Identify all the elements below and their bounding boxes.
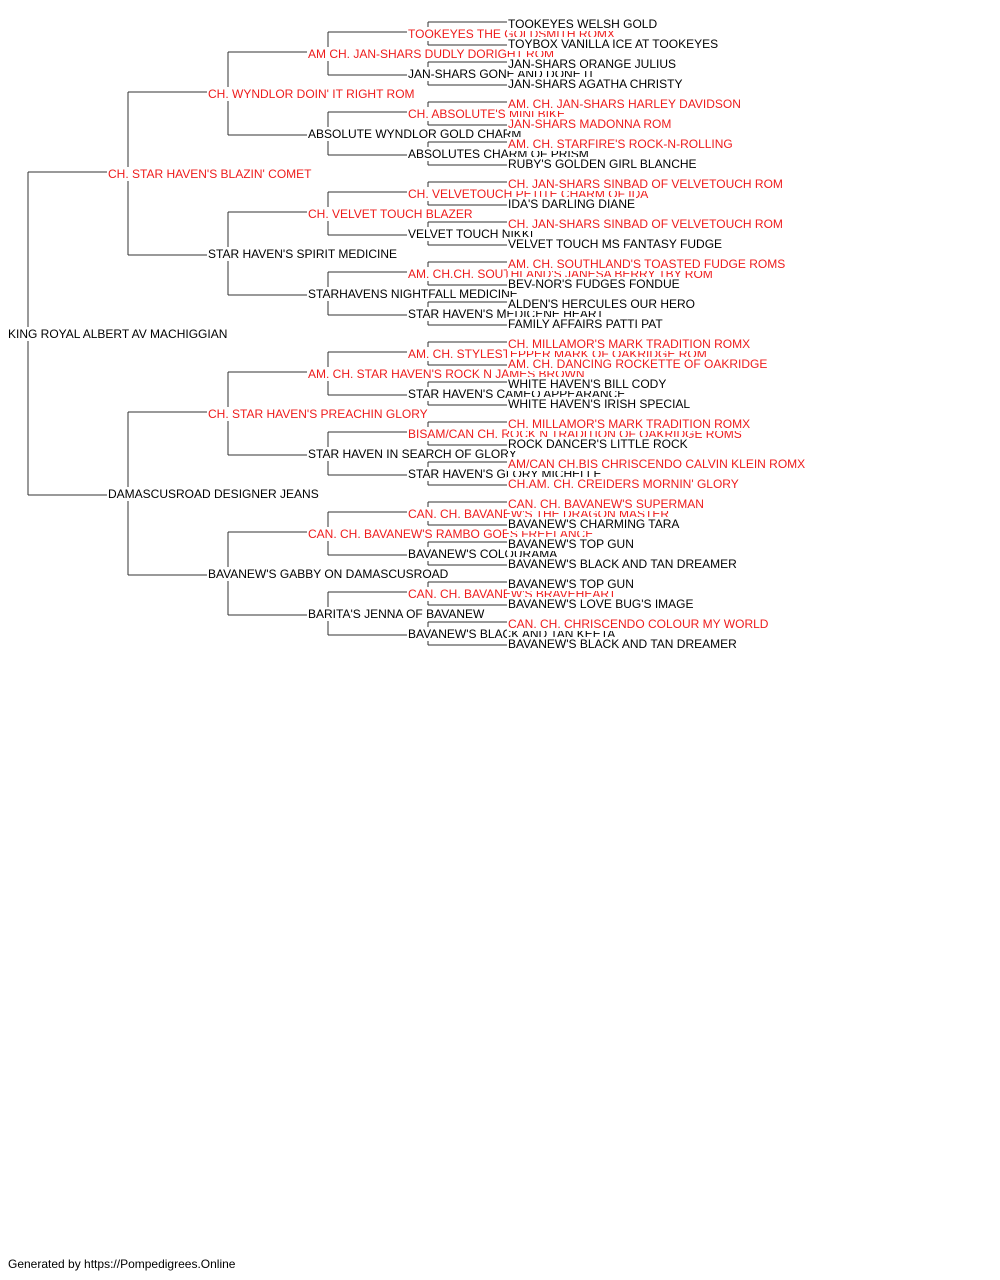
pedigree-ancestor: BAVANEW'S BLACK AND TAN DREAMER xyxy=(507,557,738,571)
pedigree-ancestor: ABSOLUTE WYNDLOR GOLD CHARM xyxy=(307,127,523,141)
pedigree-ancestor: AM. CH. SOUTHLAND'S TOASTED FUDGE ROMS xyxy=(507,257,787,271)
pedigree-ancestor: RUBY'S GOLDEN GIRL BLANCHE xyxy=(507,157,698,171)
pedigree-ancestor: VELVET TOUCH NIKKI xyxy=(407,227,535,241)
pedigree-ancestor: JAN-SHARS AGATHA CHRISTY xyxy=(507,77,684,91)
pedigree-ancestor: JAN-SHARS MADONNA ROM xyxy=(507,117,673,131)
pedigree-ancestor: AM CH. JAN-SHARS DUDLY DORIGHT ROM xyxy=(307,47,556,61)
pedigree-ancestor: DAMASCUSROAD DESIGNER JEANS xyxy=(107,487,320,501)
pedigree-ancestor: IDA'S DARLING DIANE xyxy=(507,197,636,211)
pedigree-ancestor: ROCK DANCER'S LITTLE ROCK xyxy=(507,437,689,451)
pedigree-ancestor: STAR HAVEN IN SEARCH OF GLORY xyxy=(307,447,518,461)
pedigree-ancestor: AM. CH. STARFIRE'S ROCK-N-ROLLING xyxy=(507,137,734,151)
pedigree-ancestor: AM. CH. DANCING ROCKETTE OF OAKRIDGE xyxy=(507,357,769,371)
pedigree-ancestor: CAN. CH. CHRISCENDO COLOUR MY WORLD xyxy=(507,617,770,631)
pedigree-ancestor: ALDEN'S HERCULES OUR HERO xyxy=(507,297,696,311)
pedigree-ancestor: BAVANEW'S GABBY ON DAMASCUSROAD xyxy=(207,567,450,581)
pedigree-ancestor: TOOKEYES WELSH GOLD xyxy=(507,17,659,31)
pedigree-ancestor: CH. JAN-SHARS SINBAD OF VELVETOUCH ROM xyxy=(507,177,784,191)
pedigree-ancestor: AM/CAN CH.BIS CHRISCENDO CALVIN KLEIN RO… xyxy=(507,457,807,471)
pedigree-ancestor: BAVANEW'S TOP GUN xyxy=(507,537,635,551)
pedigree-ancestor: FAMILY AFFAIRS PATTI PAT xyxy=(507,317,664,331)
pedigree-ancestor: TOYBOX VANILLA ICE AT TOOKEYES xyxy=(507,37,720,51)
pedigree-ancestor: BAVANEW'S CHARMING TARA xyxy=(507,517,681,531)
pedigree-ancestor: CH. STAR HAVEN'S PREACHIN GLORY xyxy=(207,407,429,421)
pedigree-ancestor: WHITE HAVEN'S IRISH SPECIAL xyxy=(507,397,692,411)
pedigree-ancestor: BAVANEW'S LOVE BUG'S IMAGE xyxy=(507,597,695,611)
pedigree-ancestor: CH. STAR HAVEN'S BLAZIN' COMET xyxy=(107,167,313,181)
pedigree-ancestor: CH. WYNDLOR DOIN' IT RIGHT ROM xyxy=(207,87,416,101)
pedigree-ancestor: CH.AM. CH. CREIDERS MORNIN' GLORY xyxy=(507,477,740,491)
pedigree-ancestor: STARHAVENS NIGHTFALL MEDICINE xyxy=(307,287,519,301)
pedigree-ancestor: BAVANEW'S BLACK AND TAN DREAMER xyxy=(507,637,738,651)
pedigree-ancestor: WHITE HAVEN'S BILL CODY xyxy=(507,377,668,391)
pedigree-ancestor: JAN-SHARS ORANGE JULIUS xyxy=(507,57,678,71)
pedigree-ancestor: VELVET TOUCH MS FANTASY FUDGE xyxy=(507,237,724,251)
pedigree-ancestor: STAR HAVEN'S SPIRIT MEDICINE xyxy=(207,247,398,261)
generated-by-footer[interactable]: Generated by https://Pompedigrees.Online xyxy=(8,1257,236,1271)
pedigree-ancestor: BEV-NOR'S FUDGES FONDUE xyxy=(507,277,681,291)
pedigree-subject: KING ROYAL ALBERT AV MACHIGGIAN xyxy=(7,327,229,341)
pedigree-ancestor: AM. CH. JAN-SHARS HARLEY DAVIDSON xyxy=(507,97,742,111)
pedigree-ancestor: BAVANEW'S TOP GUN xyxy=(507,577,635,591)
pedigree-ancestor: CAN. CH. BAVANEW'S SUPERMAN xyxy=(507,497,705,511)
pedigree-ancestor: BARITA'S JENNA OF BAVANEW xyxy=(307,607,486,621)
pedigree-ancestor: CH. VELVET TOUCH BLAZER xyxy=(307,207,474,221)
pedigree-ancestor: CH. MILLAMOR'S MARK TRADITION ROMX xyxy=(507,337,752,351)
pedigree-ancestor: CH. MILLAMOR'S MARK TRADITION ROMX xyxy=(507,417,752,431)
pedigree-ancestor: CH. JAN-SHARS SINBAD OF VELVETOUCH ROM xyxy=(507,217,784,231)
